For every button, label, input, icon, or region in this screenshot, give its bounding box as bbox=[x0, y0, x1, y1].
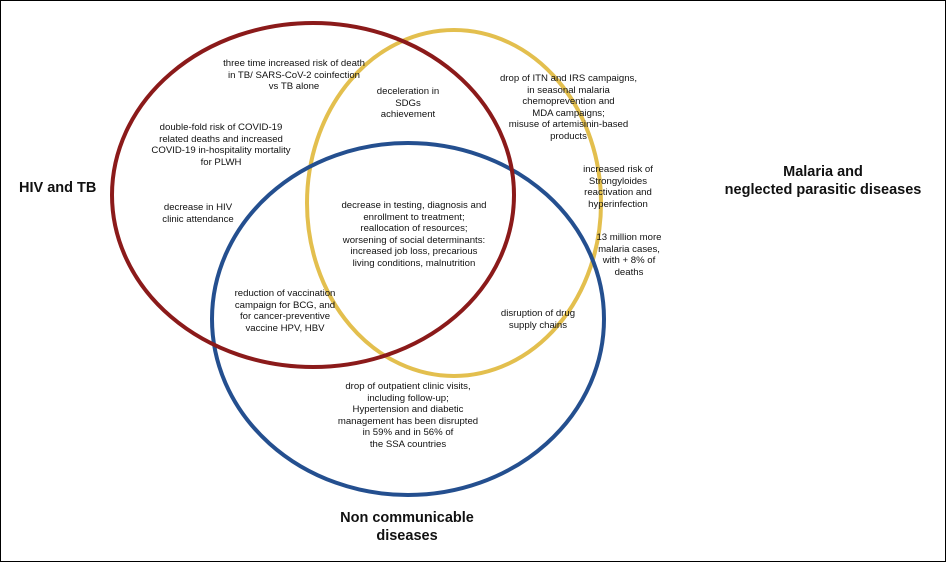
text-drug-supply: disruption of drug supply chains bbox=[500, 308, 576, 331]
text-hiv-covid-risk: double-fold risk of COVID-19 related dea… bbox=[151, 122, 291, 168]
text-sdg: deceleration in SDGs achievement bbox=[376, 86, 440, 120]
text-hiv-clinic: decrease in HIV clinic attendance bbox=[162, 202, 234, 225]
text-ncd-visits: drop of outpatient clinic visits, includ… bbox=[337, 381, 479, 450]
label-hiv-tb: HIV and TB bbox=[19, 180, 97, 196]
text-vaccination: reduction of vaccination campaign for BC… bbox=[234, 288, 336, 334]
text-malaria-cases: 13 million more malaria cases, with + 8%… bbox=[596, 232, 662, 278]
text-malaria-campaigns: drop of ITN and IRS campaigns, in season… bbox=[499, 73, 638, 142]
label-ncd: Non communicable diseases bbox=[340, 510, 474, 544]
label-malaria: Malaria and neglected parasitic diseases bbox=[724, 164, 922, 198]
malaria-circle bbox=[305, 28, 603, 378]
text-strongyloides: increased risk of Strongyloides reactiva… bbox=[583, 164, 653, 210]
ncd-circle bbox=[210, 141, 606, 497]
hiv-tb-circle bbox=[110, 21, 516, 369]
text-hiv-death-risk: three time increased risk of death in TB… bbox=[223, 58, 365, 92]
text-center: decrease in testing, diagnosis and enrol… bbox=[341, 200, 487, 269]
